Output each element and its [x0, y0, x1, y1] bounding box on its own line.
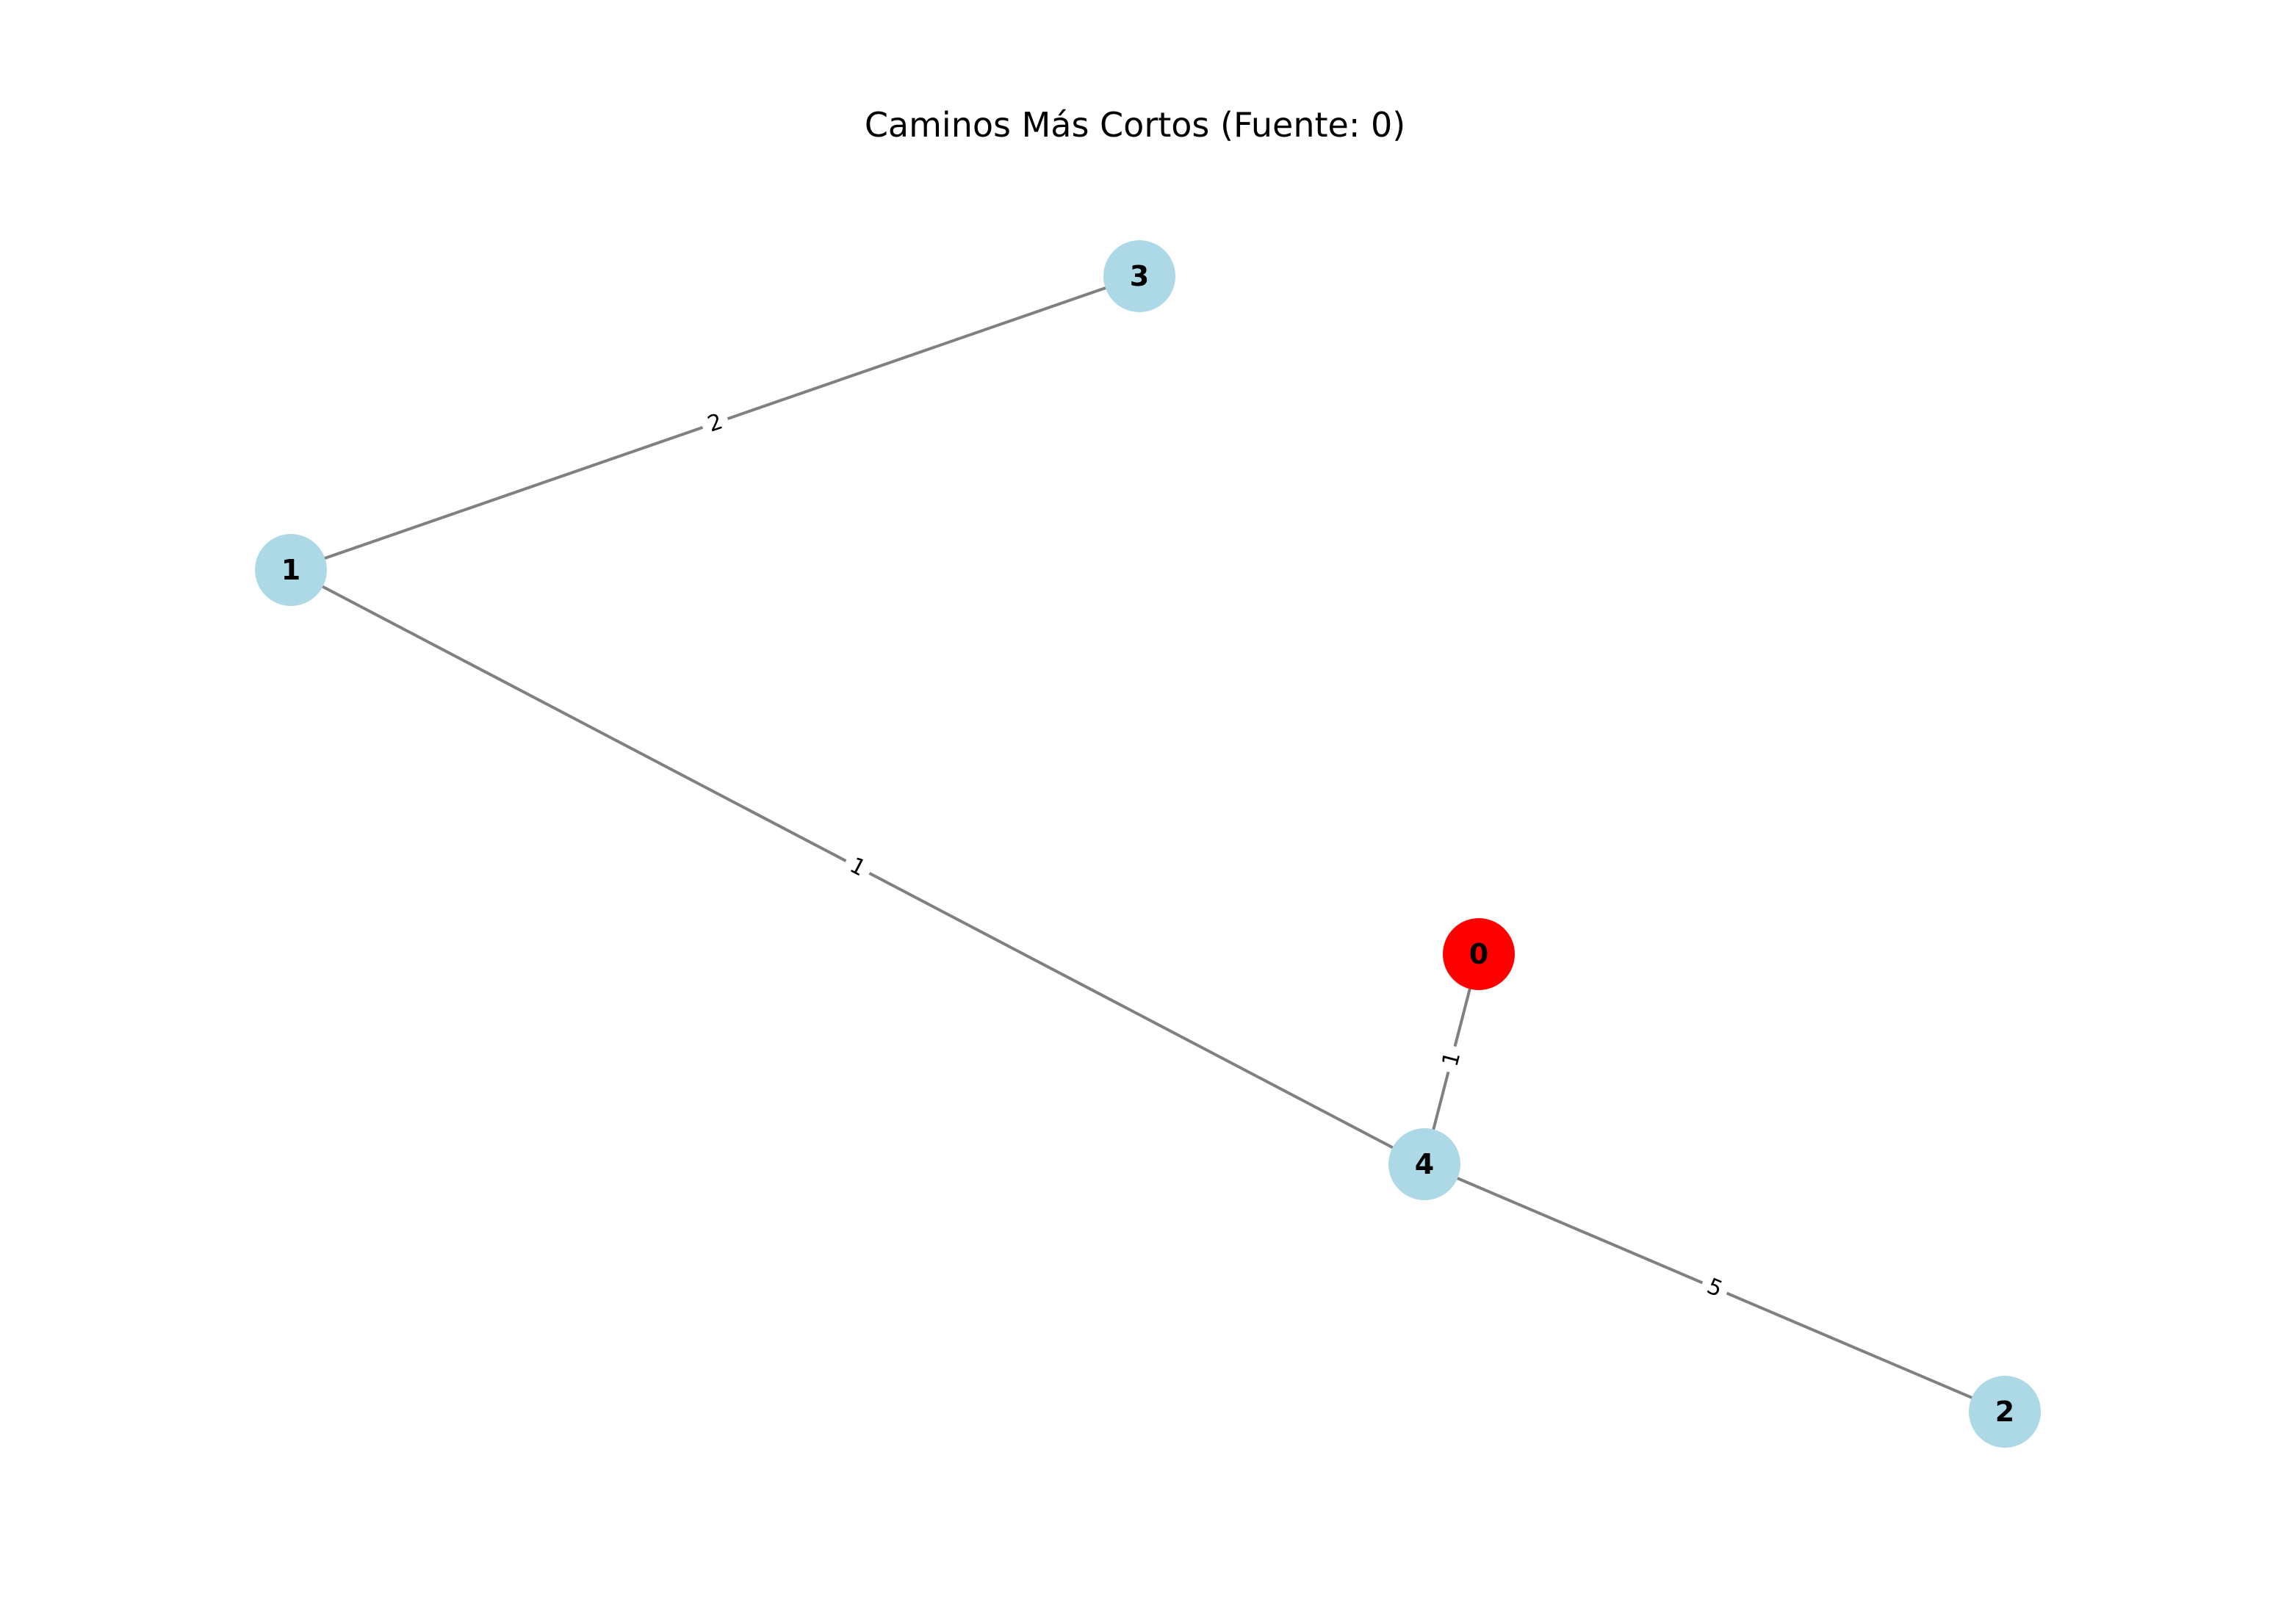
edge-label-1-3: 2 [697, 405, 733, 441]
edge-label-background [1696, 1269, 1733, 1307]
node-label-1: 1 [281, 554, 300, 586]
graph-title: Caminos Más Cortos (Fuente: 0) [865, 105, 1405, 145]
edge-label-background [839, 848, 876, 887]
node-1 [255, 534, 327, 606]
node-label-2: 2 [1995, 1396, 2014, 1428]
node-label-3: 3 [1130, 260, 1149, 292]
nodes-layer: 0 1 2 3 4 [255, 240, 2041, 1448]
node-2 [1969, 1376, 2041, 1448]
edge-label-background [1434, 1042, 1469, 1076]
edge-label-4-2: 5 [1696, 1269, 1733, 1307]
edge-label-1-4: 1 [839, 848, 876, 887]
node-label-0: 0 [1469, 938, 1488, 970]
node-3 [1103, 240, 1175, 312]
edge-labels-layer: 2 1 1 5 [697, 405, 1733, 1307]
node-4 [1388, 1128, 1460, 1200]
edge-label-0-4: 1 [1434, 1042, 1469, 1076]
node-label-4: 4 [1415, 1148, 1434, 1180]
source-node-0 [1443, 918, 1515, 990]
edge-label-background [697, 405, 733, 441]
